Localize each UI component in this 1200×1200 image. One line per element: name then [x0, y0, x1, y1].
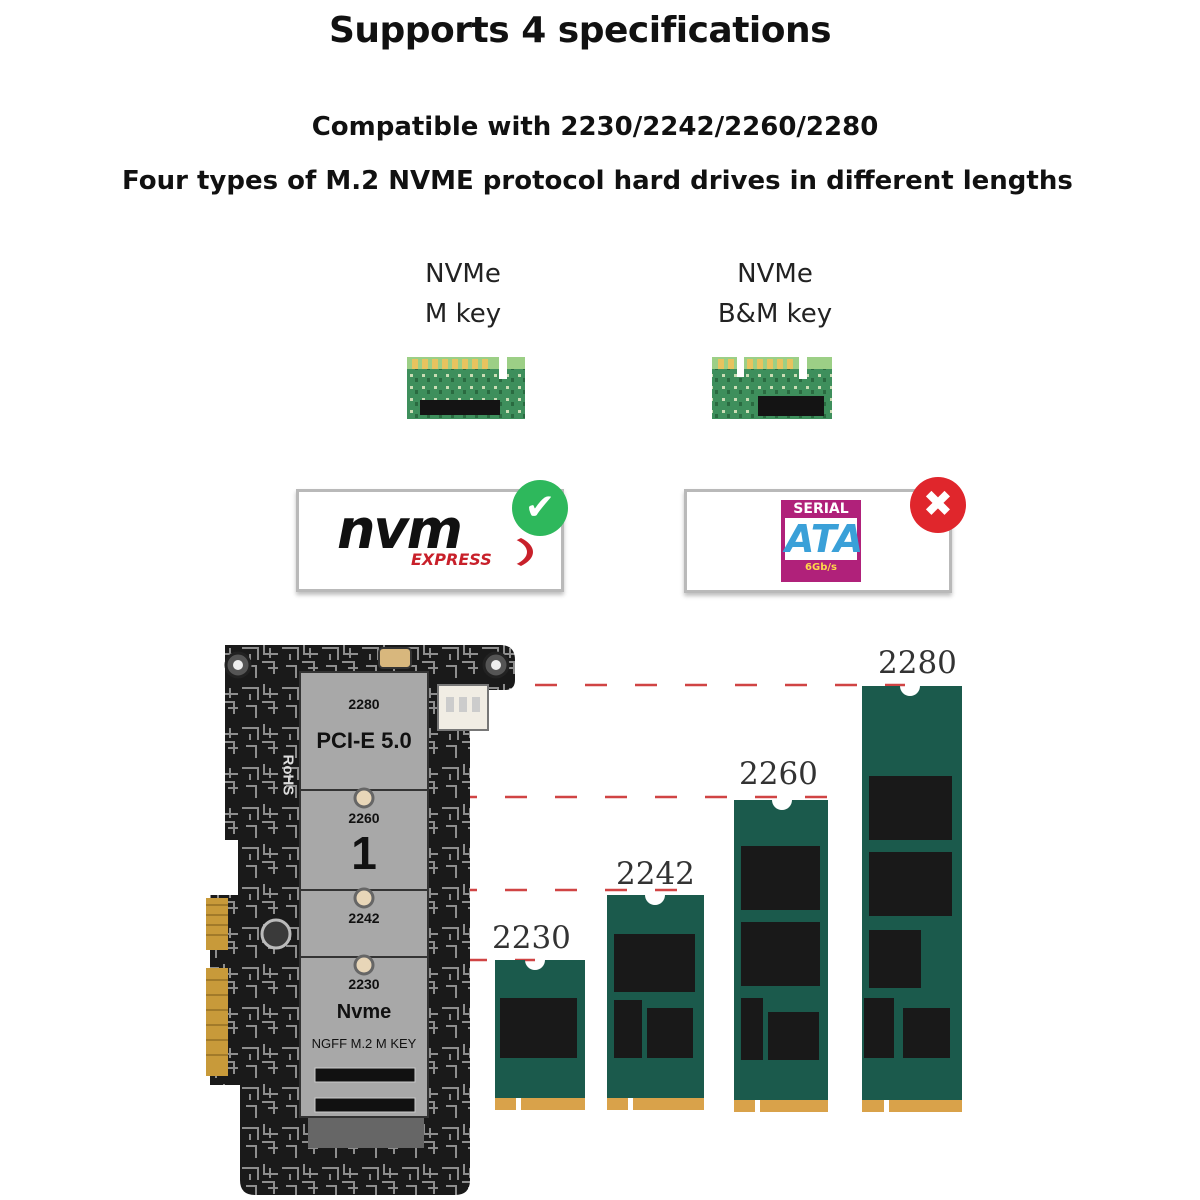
bm-key-label: NVMe B&M key [695, 254, 855, 334]
nvme-logo: nvm [337, 498, 463, 561]
sata-logo-main: ATA [785, 517, 864, 561]
m-key-connector-icon [407, 357, 525, 419]
m-key-label: NVMe M key [393, 254, 533, 334]
ssd-2230 [495, 960, 585, 1110]
bm-key-connector-icon [712, 357, 832, 419]
drive-label-2242: 2242 [616, 856, 695, 892]
board-2260-label: 2260 [348, 810, 380, 826]
board-2242-label: 2242 [348, 910, 380, 926]
board-interface-label: PCI-E 5.0 [316, 728, 412, 753]
m-key-type: M key [424, 299, 502, 329]
ssd-2242 [607, 895, 704, 1110]
board-2280-label: 2280 [348, 696, 380, 712]
m-key-protocol: NVMe [425, 259, 501, 289]
drive-label-2260: 2260 [739, 756, 818, 792]
ssd-2280 [862, 686, 962, 1112]
check-icon: ✔ [512, 480, 568, 536]
sata-logo: SERIAL ATA 6Gb/s [781, 500, 864, 582]
board-2230-label: 2230 [348, 976, 380, 992]
cross-icon: ✖ [910, 477, 966, 533]
drive-label-2230: 2230 [492, 920, 571, 956]
sata-logo-top: SERIAL [793, 501, 849, 517]
board-brand-label: Nvme [336, 1001, 392, 1023]
sata-logo-box: SERIAL ATA 6Gb/s [684, 489, 952, 593]
board-digit-label: 1 [351, 827, 377, 879]
bm-key-type: B&M key [717, 299, 833, 329]
description-line: Four types of M.2 NVME protocol hard dri… [122, 166, 1073, 196]
compatibility-line: Compatible with 2230/2242/2260/2280 [311, 112, 879, 142]
rohs-label: RoHS [279, 754, 297, 796]
nvme-swoosh-icon [449, 532, 533, 572]
page-title: Supports 4 specifications [328, 10, 832, 51]
drive-label-2280: 2280 [878, 645, 957, 681]
pcie-adapter-board [206, 645, 515, 1195]
ssd-2260 [734, 800, 828, 1112]
sata-logo-sub: 6Gb/s [805, 562, 837, 573]
bm-key-protocol: NVMe [737, 259, 813, 289]
board-model-label: NGFF M.2 M KEY [311, 1036, 417, 1051]
